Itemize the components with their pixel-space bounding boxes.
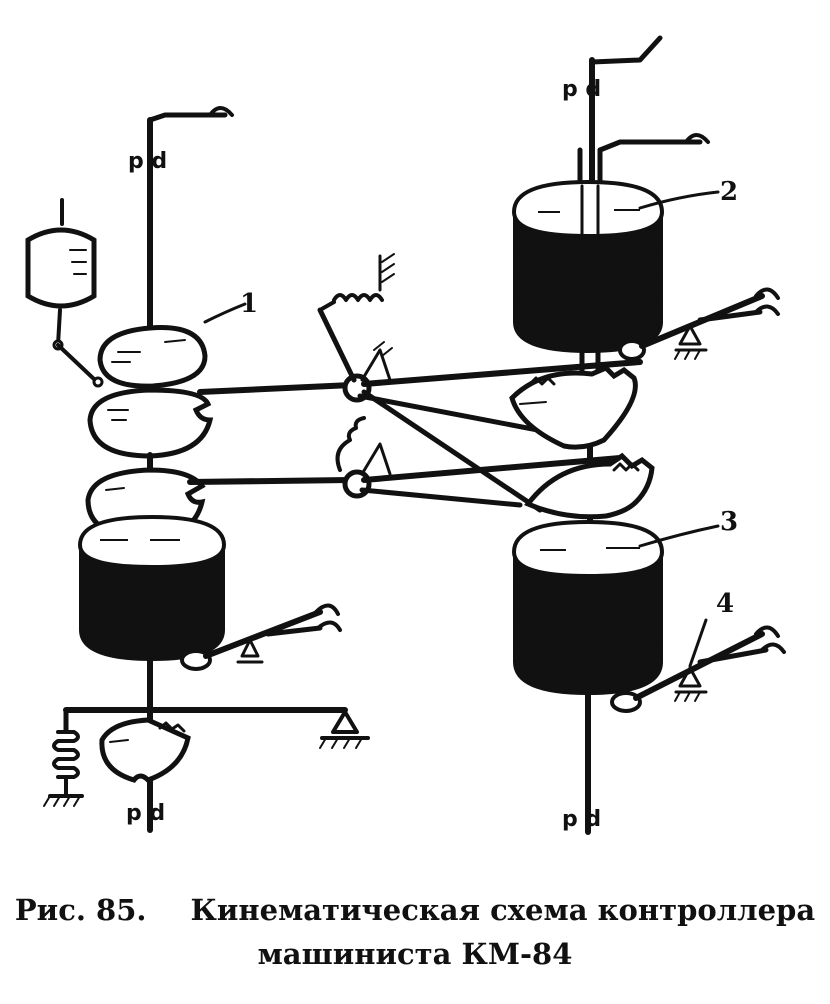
shaft-mark-bottom-right: p d: [562, 807, 601, 832]
leader-3: [638, 524, 720, 548]
figure-caption: Рис. 85. Кинематическая схема контроллера…: [0, 888, 830, 976]
right-upper-roller-lever: [618, 287, 780, 361]
label-4: 4: [716, 589, 734, 619]
left-drum: [77, 514, 227, 662]
shaft-mark-bottom-left: p d: [126, 801, 165, 826]
cylinder-drive: [25, 198, 104, 388]
cam-disc-1: [97, 325, 208, 389]
label-1: 1: [240, 289, 258, 319]
shaft-mark-top-right: p d: [562, 77, 601, 102]
right-middle-shaft: [509, 347, 655, 543]
left-bottom-mechanism: [43, 657, 370, 833]
caption-line-2: машиниста КМ-84: [257, 937, 573, 971]
kinematic-diagram: p d 1: [25, 35, 786, 835]
right-upper-drum: [511, 179, 665, 354]
leader-2: [638, 190, 720, 210]
right-lower-roller-lever: [610, 618, 786, 713]
right-lower-drum: [511, 519, 665, 696]
label-2: 2: [720, 177, 738, 207]
shaft-mark-top-left: p d: [128, 149, 167, 174]
left-roller-lever: [180, 603, 342, 671]
figure-number: Рис. 85.: [14, 893, 147, 927]
label-3: 3: [720, 507, 738, 537]
caption-line-1: Кинематическая схема контроллера: [190, 893, 816, 927]
leader-1: [203, 302, 247, 324]
cam-disc-notched-upper: [87, 387, 214, 459]
